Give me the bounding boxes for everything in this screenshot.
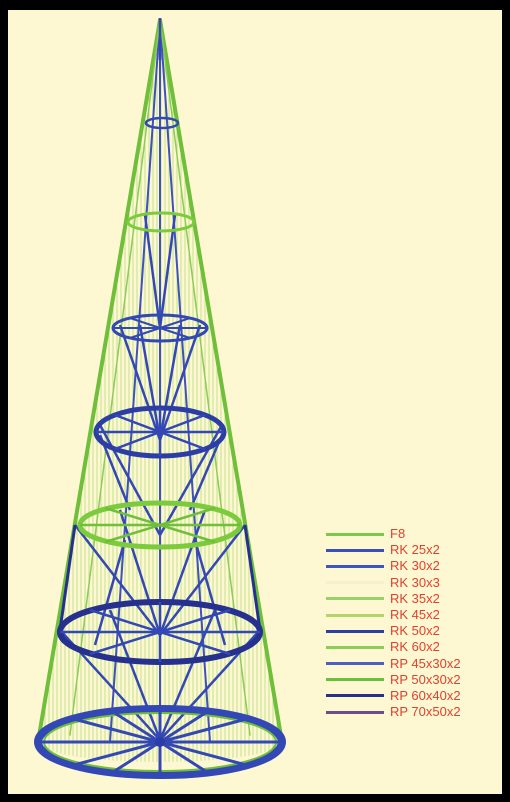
legend-swatch xyxy=(326,597,384,601)
legend-swatch xyxy=(326,629,384,633)
legend-item: RP 60x40x2 xyxy=(326,688,506,704)
cone-edges xyxy=(36,18,284,744)
legend-label: RP 45x30x2 xyxy=(390,655,461,671)
legend-swatch xyxy=(326,613,384,617)
legend-label: RP 60x40x2 xyxy=(390,687,461,703)
legend-label: RK 30x3 xyxy=(390,574,440,590)
legend-swatch xyxy=(326,548,384,552)
ring-level-2 xyxy=(126,211,196,233)
legend-item: F8 xyxy=(326,526,506,542)
legend-item: RK 50x2 xyxy=(326,623,506,639)
ring-level-6 xyxy=(57,599,263,665)
legend-swatch xyxy=(326,694,384,698)
ring-level-5 xyxy=(77,500,243,550)
legend-label: F8 xyxy=(390,526,406,542)
legend-swatch xyxy=(326,645,384,649)
legend-label: RK 50x2 xyxy=(390,623,440,639)
ring-base xyxy=(34,705,286,779)
legend-item: RK 45x2 xyxy=(326,607,506,623)
ring-level-1-top xyxy=(144,116,180,130)
ring-level-3 xyxy=(111,313,209,343)
legend-label: RP 50x30x2 xyxy=(390,671,461,687)
legend-item: RK 35x2 xyxy=(326,591,506,607)
legend-label: RK 35x2 xyxy=(390,590,440,606)
legend-item: RK 25x2 xyxy=(326,542,506,558)
ring-level-4 xyxy=(93,405,227,459)
legend-item: RK 60x2 xyxy=(326,639,506,655)
legend-swatch xyxy=(326,678,384,682)
legend-item: RP 70x50x2 xyxy=(326,704,506,720)
legend-item: RK 30x3 xyxy=(326,575,506,591)
legend-swatch xyxy=(326,662,384,666)
legend-label: RK 45x2 xyxy=(390,607,440,623)
legend-swatch xyxy=(326,532,384,536)
legend-swatch xyxy=(326,710,384,714)
legend-item: RK 30x2 xyxy=(326,558,506,574)
legend-label: RK 60x2 xyxy=(390,639,440,655)
member-legend: F8 RK 25x2 RK 30x2 RK 30x3 RK 35x2 RK 45… xyxy=(326,526,506,720)
legend-label: RK 30x2 xyxy=(390,558,440,574)
legend-item: RP 50x30x2 xyxy=(326,672,506,688)
legend-swatch xyxy=(326,581,384,585)
legend-swatch xyxy=(326,564,384,568)
legend-label: RK 25x2 xyxy=(390,542,440,558)
legend-item: RP 45x30x2 xyxy=(326,656,506,672)
legend-label: RP 70x50x2 xyxy=(390,704,461,720)
